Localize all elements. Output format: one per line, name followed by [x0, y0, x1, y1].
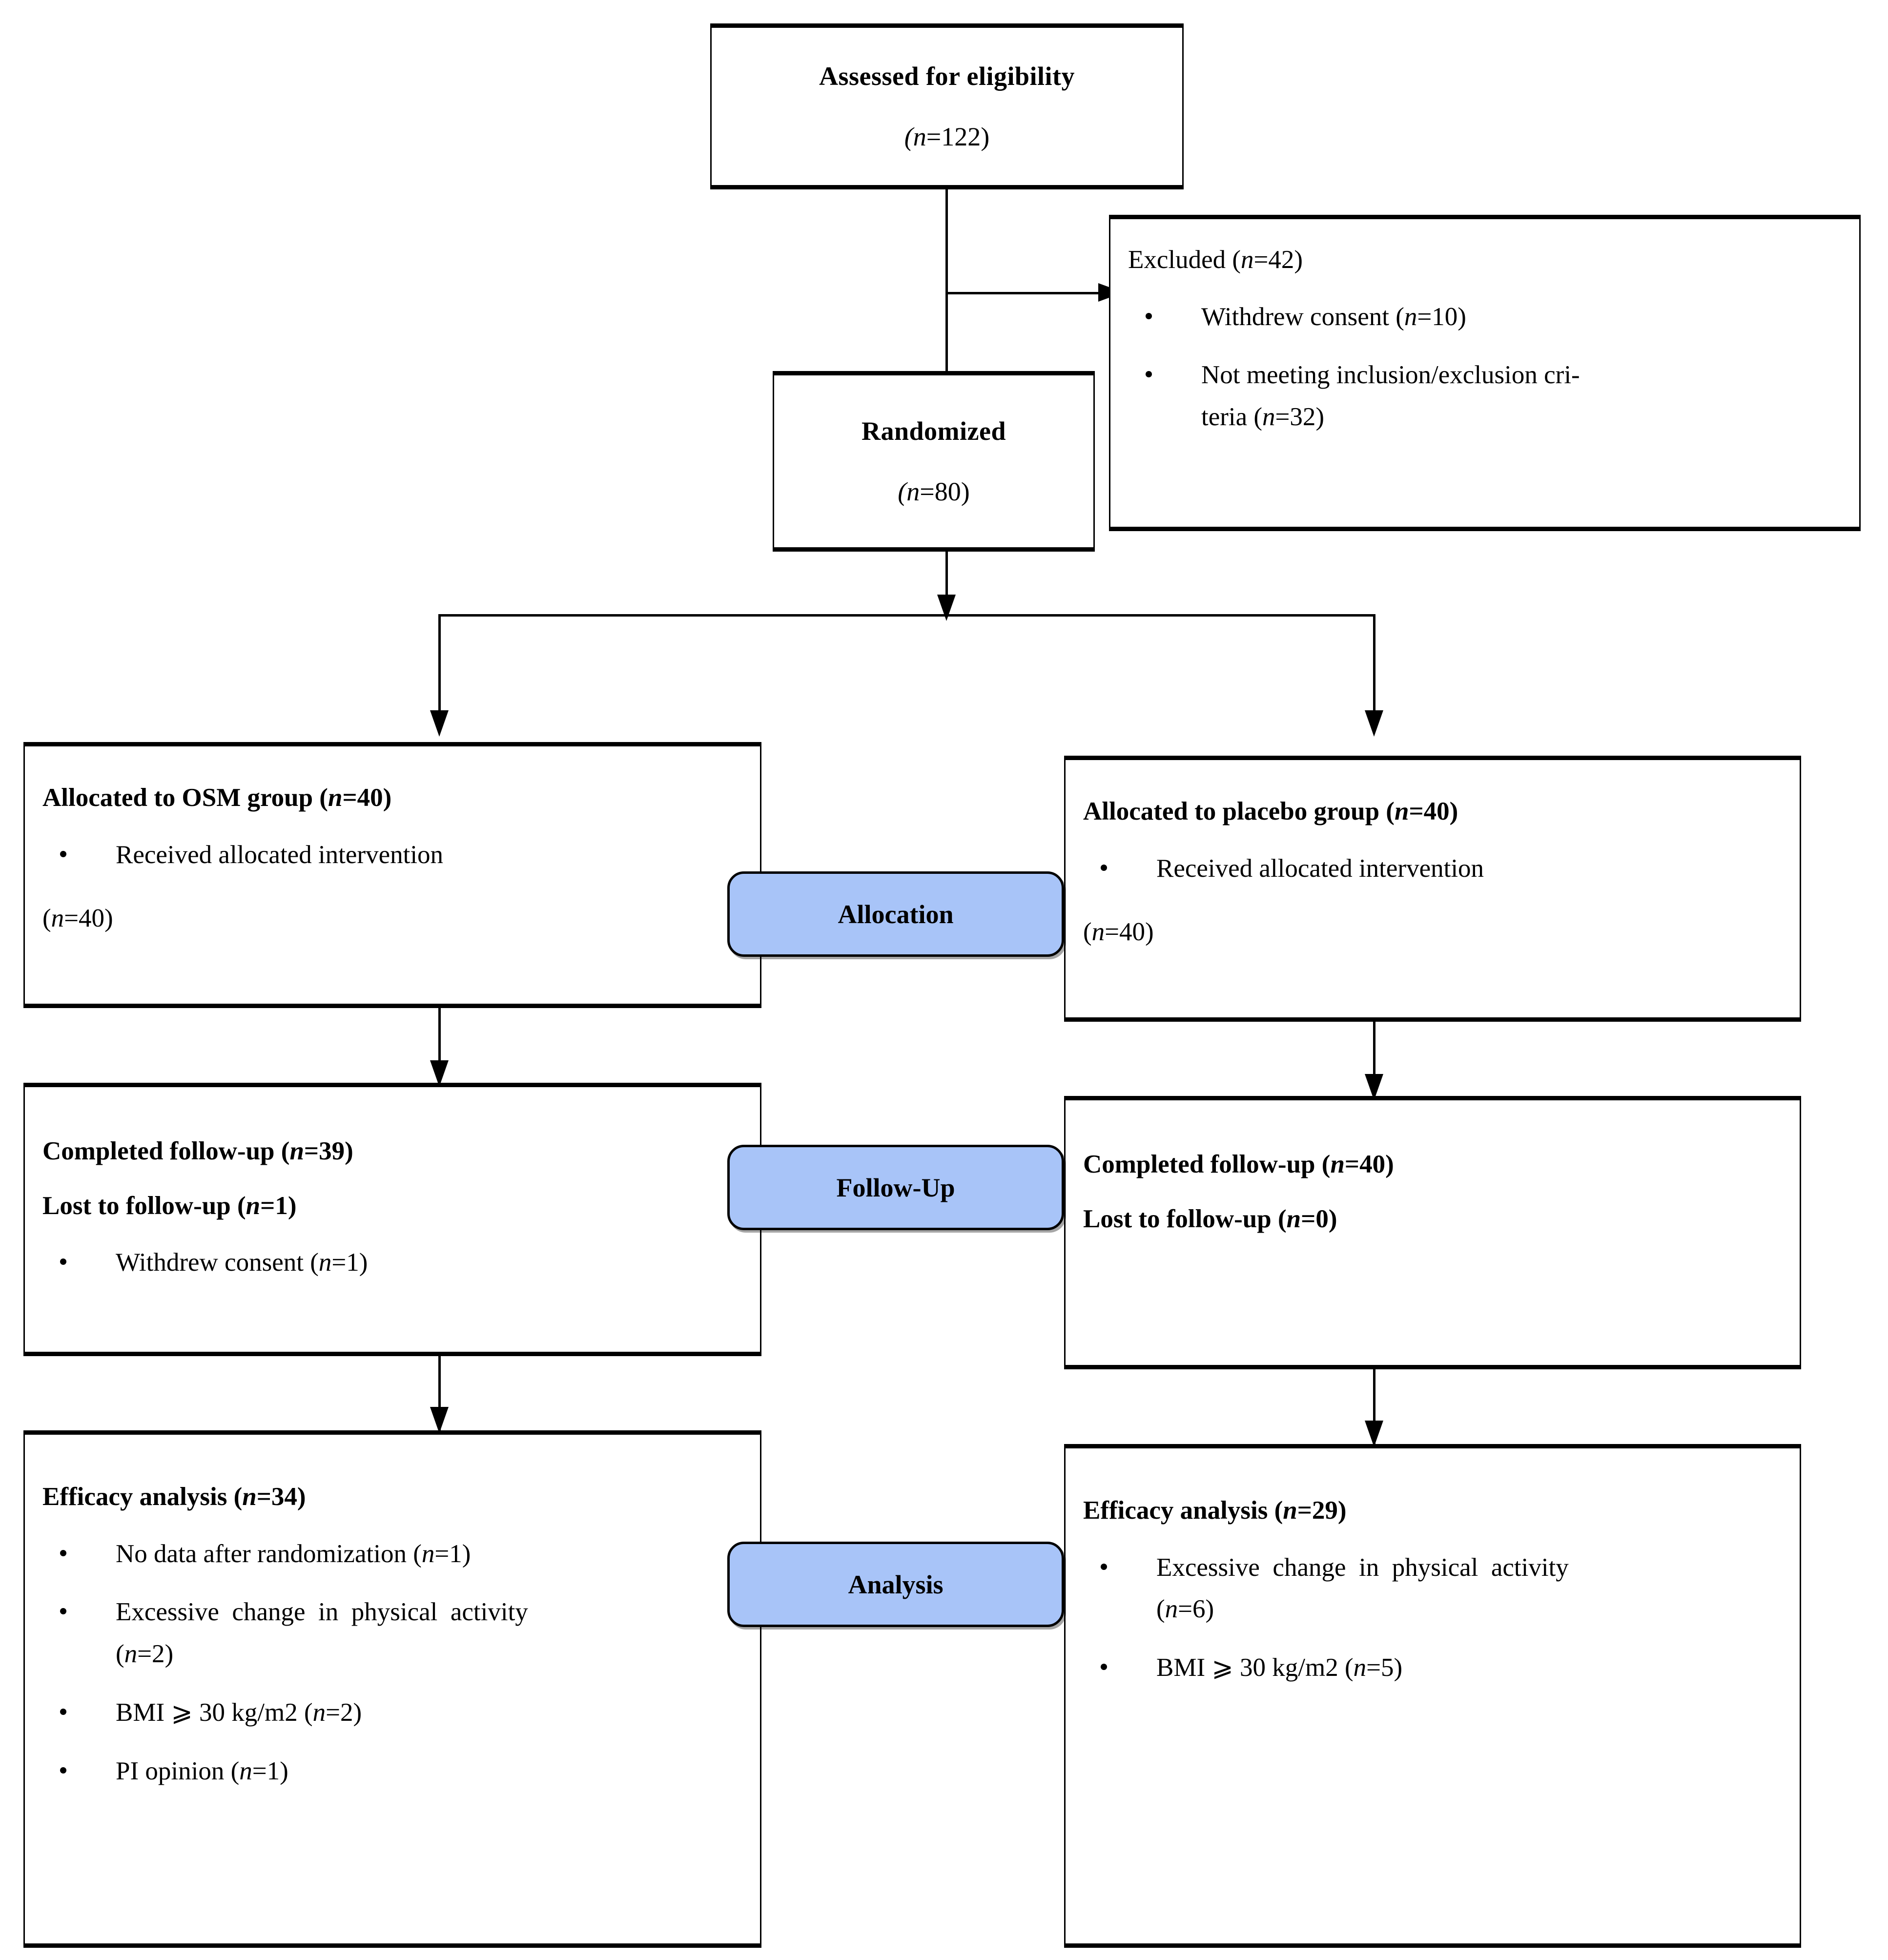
list-item: Received allocated intervention — [42, 834, 742, 876]
stage-analysis-label: Analysis — [848, 1569, 944, 1599]
stage-allocation-label: Allocation — [838, 899, 954, 929]
list-item: BMI ⩾ 30 kg/m2 (n=2) — [42, 1692, 742, 1734]
left-allocation-bullet-list: Received allocated intervention — [42, 834, 742, 876]
right-followup-line2: Lost to follow-up (n=0) — [1083, 1204, 1337, 1233]
arrow-left-alloc-to-followup — [430, 1060, 449, 1087]
list-item: Received allocated intervention — [1083, 848, 1782, 890]
stage-badge-analysis: Analysis — [727, 1542, 1064, 1627]
assessed-for-eligibility-box: Assessed for eligibility (n=122) — [710, 23, 1184, 189]
left-allocation-heading: Allocated to OSM group (n=40) — [42, 784, 392, 812]
left-allocation-box: Allocated to OSM group (n=40) Received a… — [23, 742, 761, 1008]
arrow-right-followup-to-analysis — [1365, 1421, 1383, 1447]
stage-follow-up-label: Follow-Up — [836, 1173, 955, 1202]
connector-randomized-down — [945, 552, 948, 610]
excluded-bullet-list: Withdrew consent (n=10) Not meeting incl… — [1128, 296, 1842, 439]
right-followup-box: Completed follow-up (n=40) Lost to follo… — [1064, 1096, 1801, 1369]
list-item: Withdrew consent (n=10) — [1128, 296, 1842, 338]
list-item: BMI ⩾ 30 kg/m2 (n=5) — [1083, 1647, 1782, 1689]
left-followup-bullet-list: Withdrew consent (n=1) — [42, 1242, 742, 1284]
randomized-box: Randomized (n=80) — [773, 371, 1095, 552]
connector-left-followup-to-analysis — [438, 1356, 441, 1434]
excluded-box: Excluded (n=42) Withdrew consent (n=10) … — [1109, 215, 1861, 531]
list-item: PI opinion (n=1) — [42, 1751, 742, 1793]
arrow-left-followup-to-analysis — [430, 1407, 449, 1433]
connector-right-followup-to-analysis — [1373, 1369, 1375, 1447]
right-followup-line1: Completed follow-up (n=40) — [1083, 1150, 1394, 1178]
list-item: Excessive change in physical activity(n=… — [1083, 1547, 1782, 1631]
right-analysis-heading: Efficacy analysis (n=29) — [1083, 1496, 1347, 1525]
list-item: Withdrew consent (n=1) — [42, 1242, 742, 1284]
right-analysis-box: Efficacy analysis (n=29) Excessive chang… — [1064, 1444, 1801, 1948]
right-allocation-box: Allocated to placebo group (n=40) Receiv… — [1064, 756, 1801, 1022]
assessed-title: Assessed for eligibility — [819, 61, 1075, 91]
connector-to-excluded — [945, 292, 1107, 294]
split-left-leg — [438, 614, 441, 731]
excluded-heading: Excluded (n=42) — [1128, 246, 1303, 274]
right-allocation-heading: Allocated to placebo group (n=40) — [1083, 797, 1458, 825]
stage-badge-allocation: Allocation — [727, 871, 1064, 957]
left-analysis-box: Efficacy analysis (n=34) No data after r… — [23, 1430, 761, 1948]
left-followup-box: Completed follow-up (n=39) Lost to follo… — [23, 1083, 761, 1356]
right-allocation-bullet-list: Received allocated intervention — [1083, 848, 1782, 890]
left-allocation-bullet-count: (n=40) — [42, 904, 113, 933]
randomized-count: (n=80) — [898, 477, 970, 506]
left-analysis-bullet-list: No data after randomization (n=1) Excess… — [42, 1533, 742, 1793]
arrow-to-left-allocation — [430, 710, 449, 737]
list-item: Excessive change in physical activity(n=… — [42, 1591, 742, 1675]
connector-assessed-to-randomized — [945, 189, 948, 371]
assessed-count: (n=122) — [904, 122, 990, 151]
list-item: No data after randomization (n=1) — [42, 1533, 742, 1575]
connector-left-alloc-to-followup — [438, 1008, 441, 1086]
stage-badge-follow-up: Follow-Up — [727, 1145, 1064, 1230]
split-bar — [438, 614, 1375, 617]
left-followup-line2: Lost to follow-up (n=1) — [42, 1191, 297, 1220]
connector-right-alloc-to-followup — [1373, 1022, 1375, 1100]
right-analysis-bullet-list: Excessive change in physical activity(n=… — [1083, 1547, 1782, 1690]
left-analysis-heading: Efficacy analysis (n=34) — [42, 1483, 306, 1511]
right-allocation-bullet-count: (n=40) — [1083, 918, 1154, 947]
arrow-randomized-down — [937, 595, 956, 621]
split-right-leg — [1373, 614, 1375, 731]
list-item: Not meeting inclusion/exclusion cri-teri… — [1128, 354, 1842, 438]
arrow-to-right-allocation — [1365, 710, 1383, 737]
randomized-title: Randomized — [861, 416, 1006, 446]
left-followup-line1: Completed follow-up (n=39) — [42, 1137, 353, 1165]
